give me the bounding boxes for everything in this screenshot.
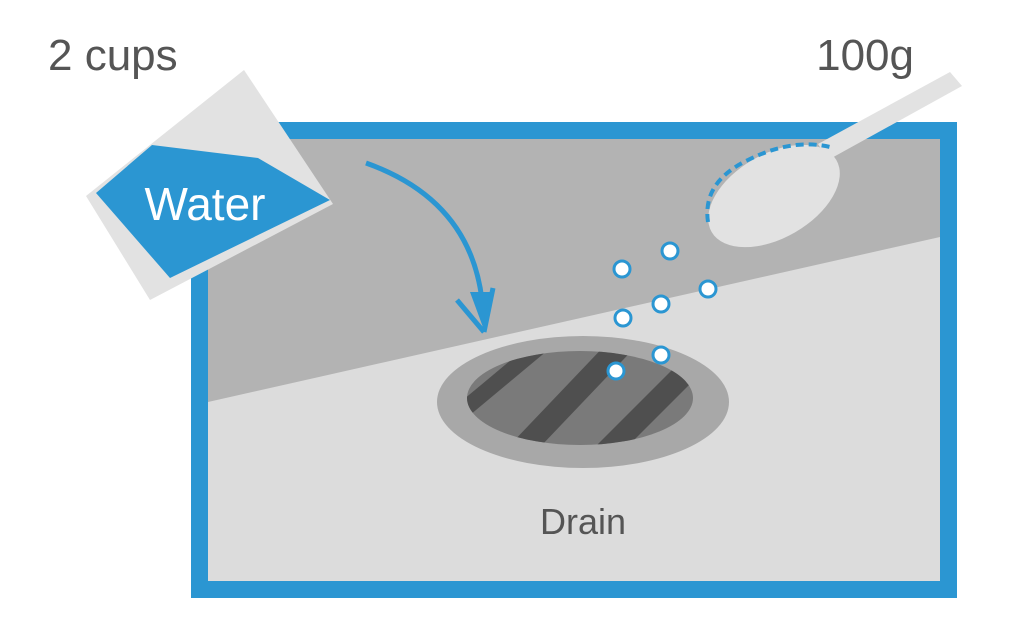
water-label: Water — [145, 178, 266, 230]
spoon-bowl — [708, 144, 840, 248]
salt-grain — [612, 259, 632, 279]
carton-label — [96, 145, 330, 278]
drain-grate-icon — [437, 336, 729, 468]
salt-heap-outline — [705, 142, 831, 223]
spoon-icon — [705, 72, 962, 248]
water-carton-icon: Water — [86, 70, 333, 300]
salt-grains — [606, 241, 718, 381]
salt-grain — [651, 294, 671, 314]
salt-amount-label: 100g — [816, 31, 914, 80]
curved-arrow-icon — [365, 160, 496, 334]
arrow-head-right — [481, 287, 496, 333]
salt-grain — [660, 241, 680, 261]
salt-grain — [698, 279, 718, 299]
drain-slat — [592, 358, 693, 445]
drain-label: Drain — [540, 501, 626, 542]
spoon-handle — [818, 72, 962, 160]
water-amount-label: 2 cups — [48, 31, 178, 80]
salt-grain — [651, 345, 671, 365]
salt-grain — [613, 308, 633, 328]
drain-slat — [467, 351, 560, 415]
salt-grain — [606, 361, 626, 381]
arrow-head-left — [455, 298, 486, 334]
arrow-shaft — [365, 160, 485, 301]
